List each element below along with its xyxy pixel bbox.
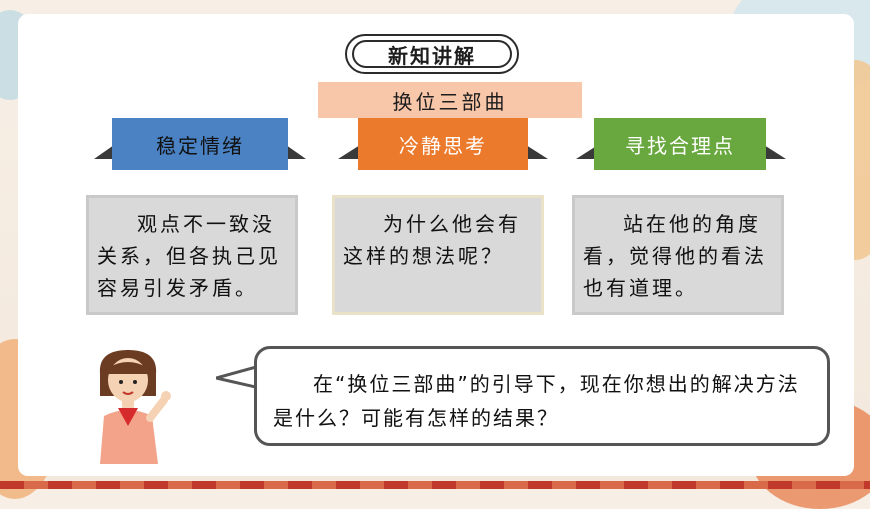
speech-bubble-text: 在“换位三部曲”的引导下，现在你想出的解决方法是什么？可能有怎样的结果？ (273, 372, 800, 430)
card-text: 观点不一致没关系，但各执己见容易引发矛盾。 (97, 212, 281, 300)
content-card-1: 观点不一致没关系，但各执己见容易引发矛盾。 (86, 195, 298, 315)
step-ribbon-2: 冷静思考 (338, 118, 548, 170)
ribbon-wing-left (94, 145, 114, 159)
content-card-2: 为什么他会有这样的想法呢？ (332, 195, 544, 315)
subtitle-banner: 换位三部曲 (318, 82, 582, 118)
subtitle-text: 换位三部曲 (392, 89, 508, 114)
card-text: 站在他的角度看，觉得他的看法也有道理。 (583, 212, 767, 300)
ribbon-wing-right (764, 145, 786, 159)
step-ribbon-3: 寻找合理点 (576, 118, 786, 170)
bottom-stripe (0, 481, 870, 489)
step-label-box: 稳定情绪 (112, 118, 288, 170)
step-label: 冷静思考 (399, 133, 487, 158)
step-label: 稳定情绪 (156, 133, 244, 158)
ribbon-wing-right (286, 145, 306, 159)
slide-title: 新知讲解 (345, 34, 519, 74)
student-girl-illustration (99, 350, 171, 464)
step-label-box: 冷静思考 (358, 118, 528, 170)
step-ribbon-1: 稳定情绪 (94, 118, 306, 170)
slide-title-text: 新知讲解 (388, 43, 476, 68)
ribbon-wing-left (338, 145, 360, 159)
step-label-box: 寻找合理点 (594, 118, 766, 170)
speech-bubble: 在“换位三部曲”的引导下，现在你想出的解决方法是什么？可能有怎样的结果？ (254, 346, 830, 446)
step-label: 寻找合理点 (625, 133, 735, 158)
ribbon-wing-right (526, 145, 548, 159)
content-card-3: 站在他的角度看，觉得他的看法也有道理。 (572, 195, 784, 315)
card-text: 为什么他会有这样的想法呢？ (343, 212, 521, 268)
